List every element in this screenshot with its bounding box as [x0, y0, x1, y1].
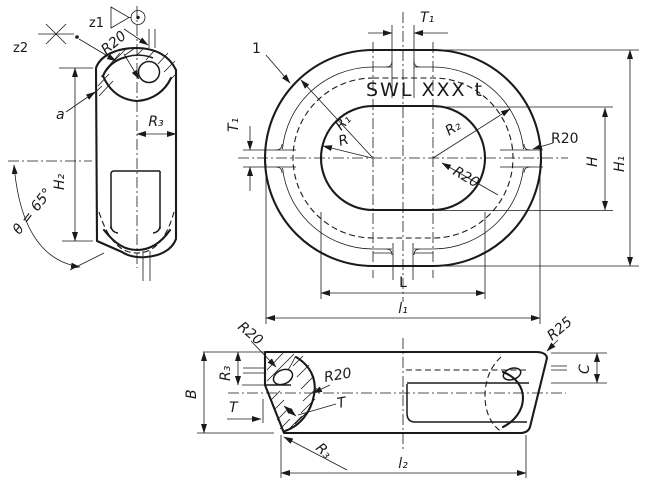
side-view: z1 z2 R20 a R₃ H₂ θ = 65°	[8, 6, 178, 281]
r25-label: R25	[544, 314, 575, 344]
c-label: C	[577, 364, 593, 374]
r20-crown-label: R20	[234, 319, 265, 349]
l-label: L	[399, 275, 407, 291]
item-number: 1	[252, 41, 261, 57]
t1-left-label: T₁	[226, 118, 242, 132]
r20-weld-label: R20	[551, 131, 579, 147]
t-mid-label: T	[336, 394, 349, 411]
r3-lower-label: R₃	[312, 440, 334, 462]
r3-side-label: R₃	[148, 114, 164, 130]
r2-label: R₂	[442, 117, 464, 139]
r1-label: R₁	[332, 112, 354, 134]
r20-mid-label: R20	[323, 365, 353, 386]
swl-marking: SWL XXX t	[366, 79, 484, 101]
theta-label: θ = 65°	[10, 185, 56, 237]
a-label: a	[56, 107, 65, 123]
b-label: B	[184, 389, 200, 399]
h1-label: H₁	[612, 156, 628, 172]
r-label: R	[337, 132, 351, 150]
r3-upper-label: R₃	[218, 365, 234, 381]
h2-label: H₂	[52, 173, 68, 190]
l2-label: l₂	[398, 456, 408, 472]
h-label: H	[585, 156, 601, 167]
front-view: SWL XXX t 1 T₁ T₁ R₁ R R₂ R20 R20 H H₁ L	[226, 10, 639, 324]
t1-top-label: T₁	[420, 10, 434, 26]
z2-label: z2	[13, 41, 28, 56]
l1-label: l₁	[398, 301, 408, 317]
bottom-view: B R₃ T T R20 R20 R25 R₃ l₂ C	[184, 314, 607, 478]
z1-label: z1	[89, 16, 104, 31]
t-left-label: T	[229, 400, 239, 416]
